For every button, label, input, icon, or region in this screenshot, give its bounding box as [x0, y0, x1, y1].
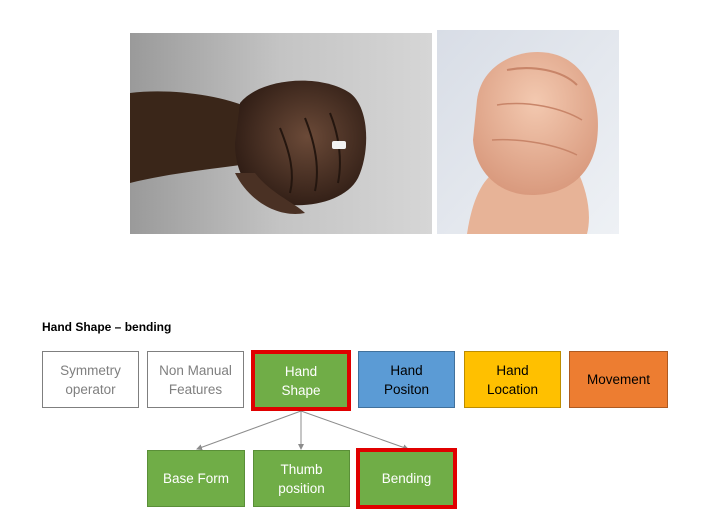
symmetry-operator-box: Symmetry operator [42, 351, 139, 408]
bending-box: Bending [356, 448, 457, 509]
fist-photo-left [130, 33, 432, 234]
hand-shape-box: Hand Shape [251, 350, 351, 411]
fist-photo-right [437, 30, 619, 234]
section-heading: Hand Shape – bending [42, 320, 172, 334]
hand-position-box: Hand Positon [358, 351, 455, 408]
non-manual-features-box: Non Manual Features [147, 351, 244, 408]
hand-location-box: Hand Location [464, 351, 561, 408]
thumb-position-box: Thumb position [253, 450, 350, 507]
base-form-box: Base Form [147, 450, 245, 507]
connector-bending [300, 410, 409, 451]
movement-box: Movement [569, 351, 668, 408]
connector-base-form [196, 410, 302, 451]
